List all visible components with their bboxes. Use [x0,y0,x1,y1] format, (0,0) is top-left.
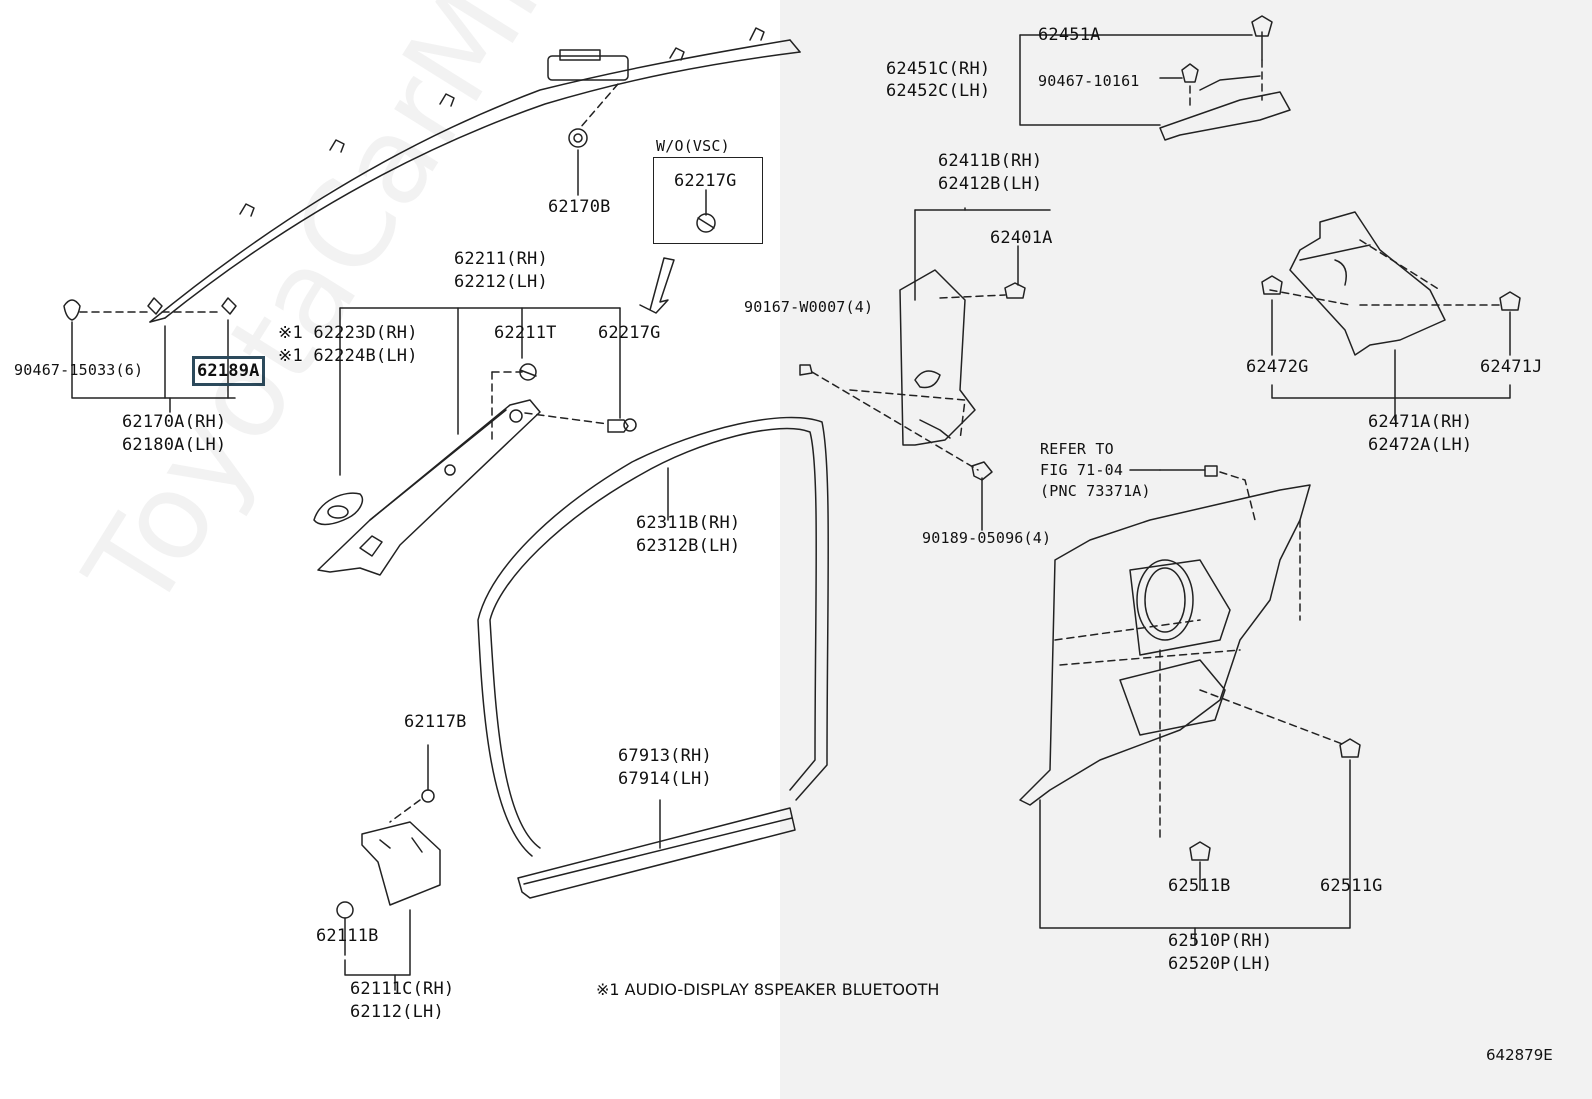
cowl-side-trim [336,744,441,991]
label-62117B: 62117B [404,712,467,732]
label-62211: 62211(RH) [454,249,548,269]
label-62411B: 62411B(RH) [938,151,1043,171]
figure-code: 642879E [1486,1046,1553,1064]
label-62520P: 62520P(LH) [1168,954,1273,974]
clip-62217G-boxed [639,189,716,314]
right-panel-background [780,0,1592,1099]
label-62471J: 62471J [1480,357,1543,377]
label-refer-1: REFER TO [1040,440,1114,458]
clip-62211T [519,363,537,381]
speaker-cover-62223D [313,492,364,526]
label-62511B: 62511B [1168,876,1231,896]
footnote-audio-display: ※1 AUDIO-DISPLAY 8SPEAKER BLUETOOTH [596,980,940,999]
label-62511G: 62511G [1320,876,1383,896]
label-62452C: 62452C(LH) [886,81,991,101]
wo-vsc-box [653,157,763,244]
label-wo-vsc: W/O(VSC) [656,137,730,155]
label-62180A: 62180A(LH) [122,435,227,455]
label-refer-2: FIG 71-04 [1040,461,1124,479]
label-62217G: 62217G [598,323,661,343]
label-62170A: 62170A(RH) [122,412,227,432]
label-67914: 67914(LH) [618,769,712,789]
center-pillar-garnish [799,207,1051,531]
label-62472G: 62472G [1246,357,1309,377]
clips-90467-15033 [63,297,237,413]
label-62217G-boxed: 62217G [674,171,737,191]
clip-62170B [568,83,619,196]
label-62211T: 62211T [494,323,557,343]
label-62111C: 62111C(RH) [350,979,455,999]
roof-rail-garnish [149,27,801,323]
label-62212: 62212(LH) [454,272,548,292]
upper-quarter-trim [1019,15,1291,141]
scuff-plate-67913 [517,799,796,899]
label-90189-05096: 90189-05096(4) [922,529,1052,547]
label-62451A: 62451A [1038,25,1101,45]
label-67913: 67913(RH) [618,746,712,766]
label-90167-W0007: 90167-W0007(4) [744,298,874,316]
label-62510P: 62510P(RH) [1168,931,1273,951]
label-62472A: 62472A(LH) [1368,435,1473,455]
quarter-pillar-garnish [1261,211,1521,421]
label-90467-15033: 90467-15033(6) [14,361,144,379]
label-62112: 62112(LH) [350,1002,444,1022]
quarter-trim-panel [1019,465,1361,946]
label-62111B: 62111B [316,926,379,946]
clip-62217G [607,418,637,433]
label-62224B: ※1 62224B(LH) [278,346,418,366]
label-62412B: 62412B(LH) [938,174,1043,194]
label-refer-3: (PNC 73371A) [1040,482,1151,500]
front-pillar-garnish [317,307,621,576]
label-62401A: 62401A [990,228,1053,248]
label-90467-10161: 90467-10161 [1038,72,1140,90]
left-panel-background [0,0,780,1099]
label-62189A-highlighted[interactable]: 62189A [192,356,265,386]
label-62312B: 62312B(LH) [636,536,741,556]
label-62170B: 62170B [548,197,611,217]
label-62223D: ※1 62223D(RH) [278,323,418,343]
label-62471A: 62471A(RH) [1368,412,1473,432]
label-62451C: 62451C(RH) [886,59,991,79]
door-opening-weatherstrip [477,416,829,857]
label-62311B: 62311B(RH) [636,513,741,533]
